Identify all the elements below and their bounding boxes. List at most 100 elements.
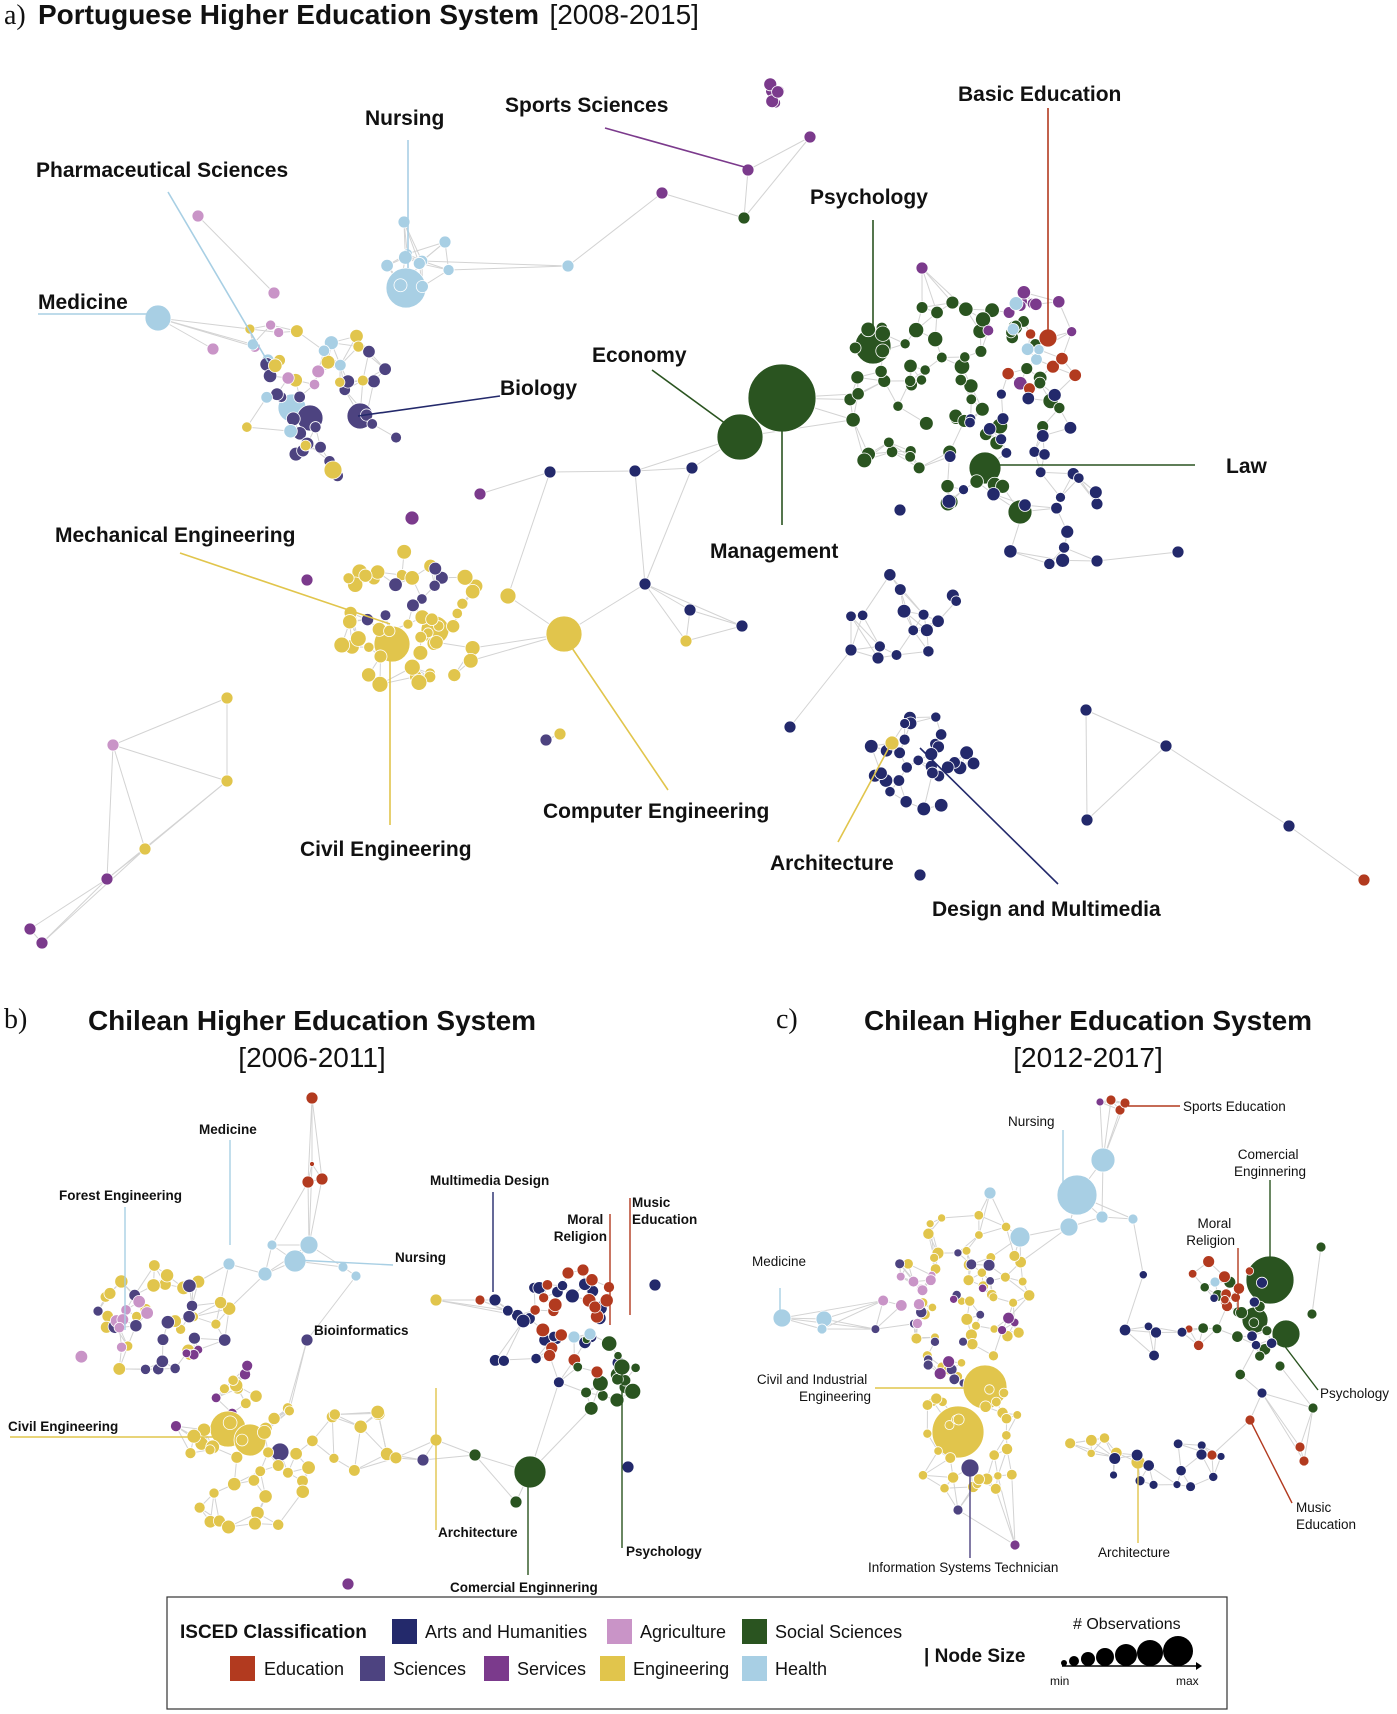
network-node-social-sciences (963, 378, 979, 394)
panel-c-leader-lines (779, 1105, 1319, 1558)
network-node-arts-humanities (900, 761, 913, 774)
network-node-sciences (958, 1336, 968, 1347)
network-node-arts-humanities (894, 583, 907, 596)
network-node-engineering (956, 1358, 967, 1368)
network-node-engineering (356, 374, 369, 387)
network-node-sciences (309, 421, 322, 434)
network-node-agriculture (132, 1295, 146, 1309)
network-node-arts-humanities (1175, 1465, 1187, 1477)
network-node-sciences (185, 1299, 199, 1312)
network-edge (29, 878, 108, 930)
label-b-moral-religion-line: Moral (567, 1212, 603, 1227)
label-c-moral-religion-line: Religion (1186, 1233, 1235, 1248)
network-edge (479, 471, 551, 495)
label-nursing: Nursing (365, 107, 444, 130)
network-node-services (1016, 285, 1031, 300)
label-c-moral-religion-line: Moral (1197, 1216, 1231, 1231)
leader-sports-sciences (604, 127, 749, 169)
panel-a-title: Portuguese Higher Education System [2008… (38, 0, 699, 30)
network-node-health (283, 424, 298, 439)
network-node-social-sciences (892, 400, 904, 412)
network-edge (1165, 745, 1290, 827)
panel-a-labels: Nursing Sports Sciences Basic Education … (36, 83, 1268, 921)
network-node-engineering (306, 1434, 319, 1448)
network-node-engineering (402, 618, 414, 630)
network-edge (685, 625, 743, 642)
network-edge (112, 744, 228, 782)
network-edge (743, 169, 749, 219)
network-node-agriculture (267, 286, 281, 300)
network-node-engineering (235, 1433, 249, 1447)
network-node-health (350, 1270, 362, 1282)
network-node-education (1025, 328, 1037, 340)
network-node-engineering (193, 1501, 206, 1514)
panel-c: c) Chilean Higher Education System [2012… (752, 1004, 1389, 1575)
network-node-education (543, 1349, 556, 1362)
network-node-social-sciences (1315, 1241, 1327, 1253)
network-edge (1096, 551, 1179, 562)
network-node-arts-humanities (1047, 388, 1062, 402)
network-node-engineering (944, 1420, 955, 1431)
network-node-arts-humanities (1195, 1448, 1208, 1461)
network-node-engineering (290, 324, 304, 338)
network-node-engineering (240, 1397, 252, 1410)
network-node-engineering (944, 1452, 957, 1464)
network-edge (271, 1181, 309, 1246)
network-node-sciences (948, 1373, 961, 1386)
network-edge (246, 426, 291, 432)
network-node-health (299, 1235, 319, 1255)
panel-c-nodes (772, 1094, 1327, 1551)
network-edge (331, 1416, 335, 1459)
network-node-engineering (999, 1271, 1011, 1283)
network-node-social-sciences (945, 295, 960, 310)
panel-b-leader-lines (10, 1140, 631, 1575)
network-node-agriculture (273, 327, 285, 338)
network-node-education (1055, 351, 1069, 366)
label-b-music-education-line: Music (632, 1195, 671, 1210)
network-node-arts-humanities (1108, 1452, 1122, 1465)
network-node-health (1056, 1174, 1098, 1216)
network-node-engineering (210, 1318, 222, 1330)
network-node-engineering (323, 460, 343, 480)
network-edge (1211, 1419, 1251, 1456)
network-node-arts-humanities (1250, 1340, 1262, 1351)
network-edge (1303, 1407, 1314, 1462)
network-node-arts-humanities (1148, 1349, 1160, 1362)
network-node-arts-humanities (1118, 1323, 1132, 1337)
network-node-health (412, 257, 426, 270)
network-node-agriculture (913, 1298, 926, 1311)
network-node-arts-humanities (916, 801, 932, 817)
network-node-arts-humanities (1034, 466, 1047, 479)
network-node-engineering (220, 774, 234, 788)
network-node-health (772, 1308, 792, 1328)
panel-a-leader-lines (38, 108, 1195, 885)
network-node-education (541, 1279, 554, 1291)
network-node-sciences (169, 1362, 181, 1375)
network-node-engineering (267, 1411, 281, 1425)
network-edge (850, 615, 879, 659)
network-node-health (1095, 1210, 1109, 1224)
network-node-arts-humanities (959, 745, 974, 761)
network-node-education (1187, 1269, 1198, 1279)
panel-c-title: Chilean Higher Education System (864, 1005, 1312, 1036)
network-node-sciences (155, 1354, 169, 1368)
network-edge (422, 1454, 476, 1461)
network-node-engineering (447, 668, 462, 683)
network-node-engineering (138, 842, 152, 856)
network-node-engineering (464, 583, 481, 600)
label-medicine: Medicine (38, 291, 128, 314)
network-node-engineering (973, 1210, 985, 1221)
network-node-arts-humanities (1150, 1326, 1162, 1339)
network-node-social-sciences (908, 322, 925, 339)
network-node-engineering (998, 1387, 1010, 1399)
network-edge (220, 1263, 230, 1303)
network-node-education (1206, 1449, 1218, 1461)
network-node-engineering (927, 1302, 938, 1313)
network-node-social-sciences (899, 338, 911, 350)
network-node-arts-humanities (890, 649, 903, 661)
legend-label-engineering: Engineering (633, 1659, 729, 1679)
network-edge (995, 1488, 1016, 1546)
network-node-engineering (425, 612, 439, 626)
network-node-engineering (1023, 1289, 1036, 1302)
network-node-engineering (1085, 1434, 1098, 1447)
